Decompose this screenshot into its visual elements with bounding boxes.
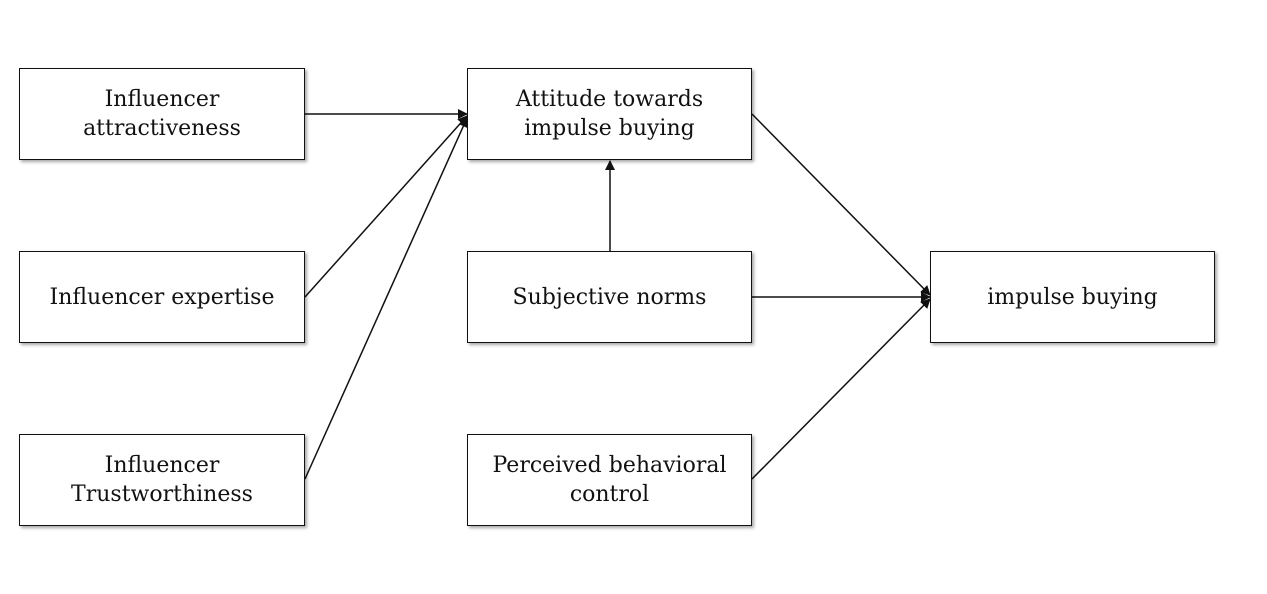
node-label: impulse buying — [987, 284, 1158, 310]
node-impulse-buying: impulse buying — [930, 251, 1215, 343]
node-label: Attitude towards impulse buying — [515, 87, 704, 141]
edge-expertise-to-attitude — [304, 115, 468, 298]
node-attitude-towards-impulse-buying: Attitude towards impulse buying — [467, 68, 752, 160]
edge-attitude-to-impulse-buying — [751, 113, 931, 296]
node-label: Subjective norms — [512, 284, 707, 310]
node-label: Influencer expertise — [49, 284, 275, 310]
node-perceived-behavioral-control: Perceived behavioral control — [467, 434, 752, 526]
node-influencer-expertise: Influencer expertise — [19, 251, 305, 343]
node-label: Perceived behavioral control — [492, 453, 727, 507]
node-label: Influencer Trustworthiness — [71, 453, 253, 507]
edge-pbc-to-impulse-buying — [751, 298, 931, 480]
edge-trustworthiness-to-attitude — [304, 117, 468, 480]
node-subjective-norms: Subjective norms — [467, 251, 752, 343]
node-influencer-attractiveness: Influencer attractiveness — [19, 68, 305, 160]
node-label: Influencer attractiveness — [83, 87, 241, 141]
node-influencer-trustworthiness: Influencer Trustworthiness — [19, 434, 305, 526]
